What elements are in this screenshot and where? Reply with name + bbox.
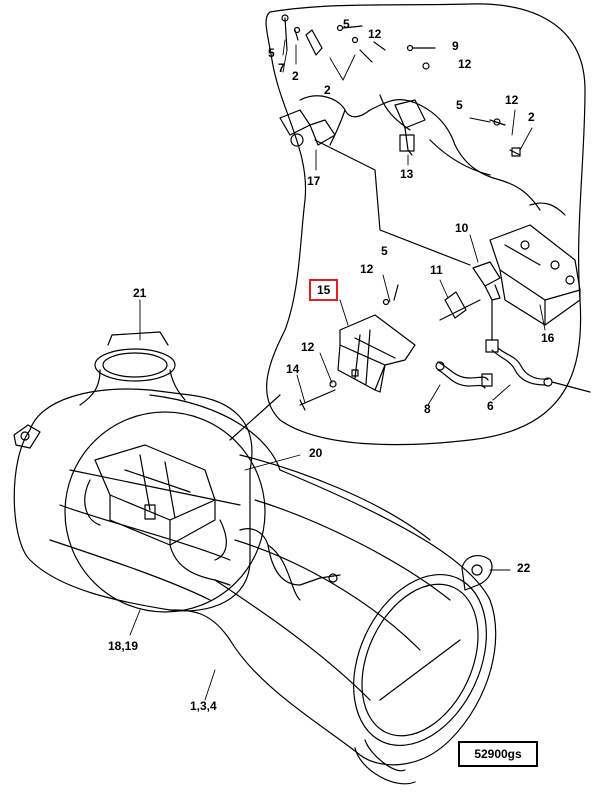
callout-8: 8 (424, 402, 431, 416)
callout-12-lower: 12 (301, 340, 315, 354)
callout-16: 16 (541, 331, 555, 345)
lug-right (461, 554, 493, 591)
sensor-10 (472, 261, 501, 353)
callout-11: 11 (430, 263, 443, 277)
callout-12-mid: 12 (360, 262, 374, 276)
callout-6: 6 (487, 399, 494, 413)
washer-12-lower (329, 380, 337, 388)
muffler-body (13, 388, 497, 785)
callout-2-center: 2 (324, 83, 331, 97)
callout-15-highlighted: 15 (309, 279, 339, 301)
callout-10: 10 (455, 221, 469, 235)
callout-9: 9 (452, 39, 459, 53)
callout-14: 14 (286, 362, 300, 376)
callout-12-right: 12 (505, 93, 519, 107)
callout-5-right: 5 (456, 98, 463, 112)
bolt-14 (299, 389, 336, 411)
callout-5-mid: 5 (381, 244, 388, 258)
connector-17 (279, 109, 336, 147)
callout-2-right: 2 (528, 110, 535, 124)
lug-left (13, 424, 41, 449)
leader-lines (129, 39, 546, 701)
callout-5-top-left: 5 (268, 46, 275, 60)
reference-code-box: 52900gs (458, 741, 538, 767)
callout-1-3-4: 1,3,4 (190, 699, 217, 713)
gasket-11 (444, 291, 467, 319)
callout-12-top-right: 12 (458, 57, 472, 71)
callout-12-top: 12 (368, 27, 382, 41)
muffler-harness (239, 528, 341, 601)
fasteners-top (281, 14, 436, 70)
callout-20: 20 (309, 446, 323, 460)
shield-15 (337, 314, 416, 393)
harness-branch (314, 139, 471, 266)
module-13 (394, 99, 426, 156)
line-11-10 (439, 299, 481, 321)
callout-22: 22 (517, 561, 531, 575)
bracket-16 (489, 224, 581, 326)
screw-5-mid (393, 284, 399, 301)
detail-outline (265, 3, 586, 446)
harness-upper (299, 94, 566, 216)
callout-21: 21 (133, 286, 147, 300)
callout-2-top-left: 2 (292, 69, 299, 83)
inlet-pipe (79, 331, 186, 406)
callout-17: 17 (307, 174, 321, 188)
circle-sensor-assembly (84, 444, 231, 586)
callout-7: 7 (278, 61, 285, 75)
detail-circle (64, 411, 266, 613)
callout-18-19: 18,19 (108, 639, 139, 653)
callout-13: 13 (400, 167, 414, 181)
callout-5-top: 5 (343, 17, 350, 31)
detail-link (229, 394, 281, 441)
washer-12-mid (382, 298, 390, 306)
pipe-6 (491, 347, 591, 393)
pipe-8 (435, 361, 493, 389)
